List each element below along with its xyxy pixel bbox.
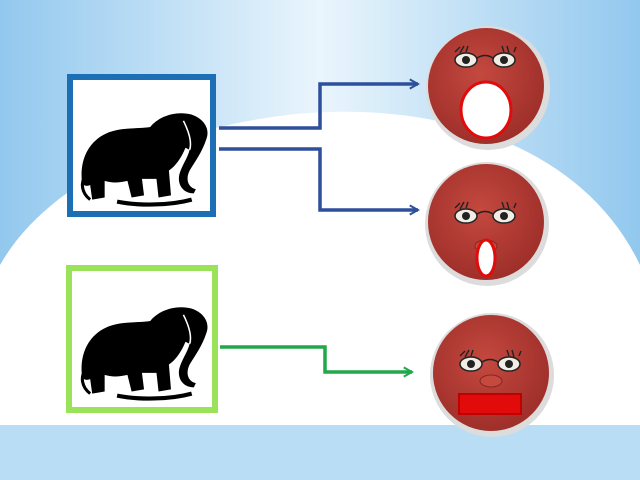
- mouth-narrow-open: [475, 238, 497, 278]
- picture-frame-bottom: [66, 265, 218, 413]
- connector-to-closed-mouth: [220, 345, 412, 372]
- face-closed-mouth: [430, 313, 554, 437]
- face-narrow-open-mouth: [425, 162, 549, 286]
- mouth-wide-open: [459, 80, 513, 140]
- connector-to-wide-open-mouth: [219, 84, 418, 130]
- picture-frame-top: [67, 74, 216, 217]
- mouth-closed: [458, 393, 522, 415]
- face-wide-open-mouth: [426, 26, 550, 150]
- connector-to-narrow-open-mouth: [219, 147, 418, 210]
